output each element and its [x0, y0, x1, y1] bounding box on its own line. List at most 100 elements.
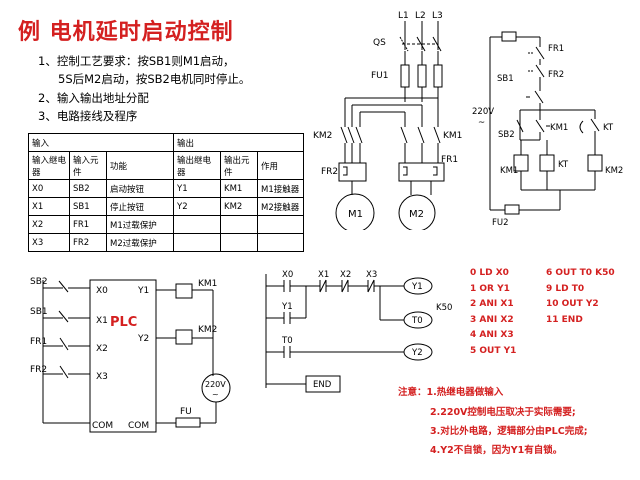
table-cell: FR2: [69, 233, 107, 252]
label-km1-coil: KM1: [500, 166, 518, 176]
label-fr2-main: FR2: [321, 167, 338, 177]
instruction-list-right: 6 OUT T0 K50 9 LD T0 10 OUT Y2 11 END: [546, 266, 615, 328]
table-cell: 启动按钮: [106, 179, 174, 198]
instruction-line: 3 ANI X2: [470, 314, 514, 325]
io-table-input-header: 输入: [28, 133, 174, 152]
label-qs: QS: [373, 38, 386, 48]
label-phase-l2: L2: [415, 11, 426, 21]
label-sb2-plc: SB2: [30, 277, 48, 287]
table-cell: M2接触器: [257, 197, 304, 216]
label-motor-m1: M1: [348, 209, 363, 220]
label-tilde-ctrl: ~: [478, 118, 485, 128]
requirement-2: 2、输入输出地址分配: [38, 91, 149, 105]
label-plc-y2: Y2: [137, 334, 149, 344]
table-cell: [257, 215, 304, 234]
label-ladder-y1-contact: Y1: [281, 302, 293, 312]
label-fr1-main: FR1: [441, 155, 458, 165]
label-plc-x1: X1: [96, 316, 108, 326]
table-cell: KM1: [220, 179, 258, 198]
label-km2-coil: KM2: [605, 166, 623, 176]
label-ladder-t0-coil: T0: [411, 316, 423, 326]
table-row: X2 FR1 M1过载保护: [28, 215, 304, 234]
label-tilde-plc: ~: [212, 390, 219, 399]
instruction-line: 10 OUT Y2: [546, 299, 599, 309]
label-plc-x0: X0: [96, 286, 108, 296]
label-ladder-y2-coil: Y2: [411, 348, 423, 358]
label-plc-com-right: COM: [128, 421, 149, 431]
relay-control-circuit: FR1 FR2 SB1 SB2 220V ~ KM1 KT KM1 KT KM2…: [472, 31, 623, 228]
label-ladder-k50: K50: [436, 303, 452, 313]
label-plc-x2: X2: [96, 344, 108, 354]
io-table-col-output-device: 输出继电器: [173, 151, 221, 180]
requirement-1-line-2: 5S后M2启动，按SB2电机同时停止。: [58, 72, 251, 86]
table-row: X3 FR2 M2过载保护: [28, 233, 304, 252]
note-3: 3.对比外电路，逻辑部分由PLC完成;: [430, 426, 588, 437]
label-motor-m2: M2: [409, 209, 424, 220]
note-2: 2.220V控制电压取决于实际需要;: [430, 407, 576, 418]
label-fr1-plc: FR1: [30, 337, 47, 347]
instruction-line: 6 OUT T0 K50: [546, 268, 615, 278]
table-cell: SB2: [69, 179, 107, 198]
label-fu2: FU2: [492, 218, 509, 228]
label-voltage-ctrl: 220V: [472, 107, 494, 117]
label-ladder-y1-coil: Y1: [411, 282, 423, 292]
label-phase-l1: L1: [398, 11, 409, 21]
table-cell: X1: [28, 197, 70, 216]
label-fu1: FU1: [371, 71, 389, 81]
io-table-output-header: 输出: [173, 133, 304, 152]
io-table-col-input-function: 功能: [106, 151, 174, 180]
label-fr2-ctrl: FR2: [548, 70, 564, 80]
table-cell: M1接触器: [257, 179, 304, 198]
instruction-line: 5 OUT Y1: [470, 345, 517, 356]
table-cell: [173, 215, 221, 234]
page-title: 例 电机延时启动控制: [18, 20, 234, 45]
table-cell: [220, 233, 258, 252]
table-cell: SB1: [69, 197, 107, 216]
label-km1-contact: KM1: [550, 123, 568, 133]
instruction-line: 2 ANI X1: [470, 299, 514, 309]
label-ladder-x1: X1: [318, 270, 329, 280]
label-voltage-plc: 220V: [205, 380, 226, 389]
label-plc-y1: Y1: [137, 286, 149, 296]
label-ladder-end: END: [313, 380, 332, 390]
note-4: 4.Y2不自锁，因为Y1有自锁。: [430, 445, 563, 456]
label-plc-com-left: COM: [92, 421, 113, 431]
io-table-col-input-element: 输入元件: [69, 151, 107, 180]
label-fr2-plc: FR2: [30, 365, 47, 375]
io-table-col-output-element: 输出元件: [220, 151, 258, 180]
requirement-3: 3、电路接线及程序: [38, 109, 138, 123]
label-plc: PLC: [110, 315, 137, 330]
instruction-line: 4 ANI X3: [470, 330, 514, 340]
table-cell: M2过载保护: [106, 233, 174, 252]
table-cell: X2: [28, 215, 70, 234]
io-allocation-table: 输入 输出 输入继电器 输入元件 功能 输出继电器 输出元件 作用 X0 SB2…: [28, 133, 304, 252]
requirement-1-line-1: 1、控制工艺要求：按SB1则M1启动，: [38, 54, 235, 68]
table-cell: M1过载保护: [106, 215, 174, 234]
label-kt-contact: KT: [603, 123, 614, 133]
table-cell: FR1: [69, 215, 107, 234]
io-table-col-output-function: 作用: [257, 151, 304, 180]
label-km2-plc: KM2: [198, 325, 217, 335]
label-sb1-plc: SB1: [30, 307, 48, 317]
note-1: 注意：1.热继电器做输入: [398, 387, 504, 398]
label-phase-l3: L3: [432, 11, 443, 21]
instruction-list-left: 0 LD X0 1 OR Y1 2 ANI X1 3 ANI X2 4 ANI …: [470, 266, 516, 359]
table-cell: [220, 215, 258, 234]
instruction-line: 9 LD T0: [546, 283, 585, 294]
label-km2-main: KM2: [313, 131, 332, 141]
table-cell: X0: [28, 179, 70, 198]
ladder-diagram: X0 X1 X2 X3 Y1 Y1 T0 K50 T0 Y2 END: [265, 270, 452, 393]
table-cell: Y2: [173, 197, 221, 216]
main-power-circuit: L1 L2 L3 QS FU1 KM2 KM1 FR2 FR1 M1 M2: [313, 11, 462, 230]
label-ladder-x3: X3: [366, 270, 377, 280]
label-plc-x3: X3: [96, 372, 108, 382]
label-ladder-t0-contact: T0: [281, 336, 293, 346]
table-cell: Y1: [173, 179, 221, 198]
label-fr1-ctrl: FR1: [548, 44, 564, 54]
label-sb2-ctrl: SB2: [498, 130, 515, 140]
label-kt-coil: KT: [558, 160, 569, 170]
instruction-line: 0 LD X0: [470, 268, 509, 278]
label-ladder-x0: X0: [282, 270, 293, 280]
table-cell: 停止按钮: [106, 197, 174, 216]
io-table-col-input-device: 输入继电器: [28, 151, 70, 180]
